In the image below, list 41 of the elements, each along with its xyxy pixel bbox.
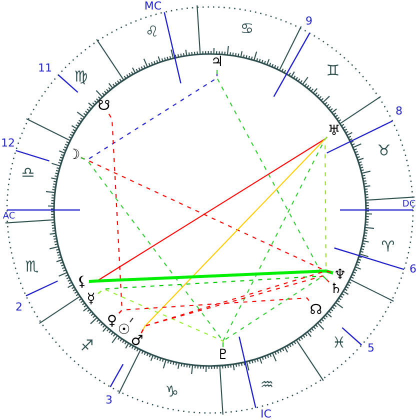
house-number: 3 — [106, 394, 112, 406]
angle-label: IC — [260, 408, 272, 420]
planet-symbol: ♆ — [334, 268, 346, 282]
zodiac-sign: ♋ — [240, 22, 254, 36]
zodiac-sign: ♍ — [74, 70, 88, 84]
house-number: 6 — [410, 264, 416, 274]
house-number: 9 — [306, 16, 312, 26]
sun-symbol: ☉ — [118, 323, 130, 337]
zodiac-sign: ♓ — [332, 336, 346, 350]
aspect-line — [216, 70, 330, 282]
zodiac-sign: ♏ — [25, 260, 39, 274]
aspect-line — [118, 297, 310, 314]
zodiac-sign: ♎ — [21, 166, 35, 180]
planet-symbol: ♅ — [328, 124, 340, 138]
lilith-symbol: ⚸ — [76, 275, 88, 289]
house-number: 2 — [16, 302, 22, 312]
planet-symbol: ☿ — [86, 292, 96, 306]
lunar-node-symbol: ☋ — [98, 99, 110, 113]
planet-symbol: ♇ — [216, 348, 230, 362]
house-number: 12 — [1, 138, 15, 148]
angle-label: MC — [144, 0, 162, 12]
planet-symbol: ♂ — [130, 334, 144, 348]
zodiac-sign: ♌ — [145, 24, 159, 40]
angle-label: DC — [402, 200, 416, 209]
angle-label: AC — [2, 212, 16, 221]
zodiac-sign: ♒ — [260, 378, 274, 392]
house-number: 5 — [368, 342, 374, 354]
zodiac-sign: ♐ — [80, 338, 94, 354]
zodiac-sign: ♊ — [326, 64, 340, 78]
aspect-line — [222, 275, 330, 347]
house-number: 8 — [396, 106, 402, 116]
zodiac-sign: ♑ — [165, 384, 179, 400]
house-number: 11 — [38, 62, 52, 74]
aspect-line — [88, 270, 334, 283]
planet-symbol: ♄ — [330, 282, 342, 296]
zodiac-sign: ♉ — [377, 144, 391, 158]
planet-symbol: ♀ — [106, 314, 118, 328]
moon-symbol: ☽ — [68, 148, 80, 162]
zodiac-sign: ♈ — [381, 240, 395, 254]
planet-symbol: ♃ — [210, 55, 224, 69]
lunar-node-symbol: ☊ — [310, 303, 322, 317]
